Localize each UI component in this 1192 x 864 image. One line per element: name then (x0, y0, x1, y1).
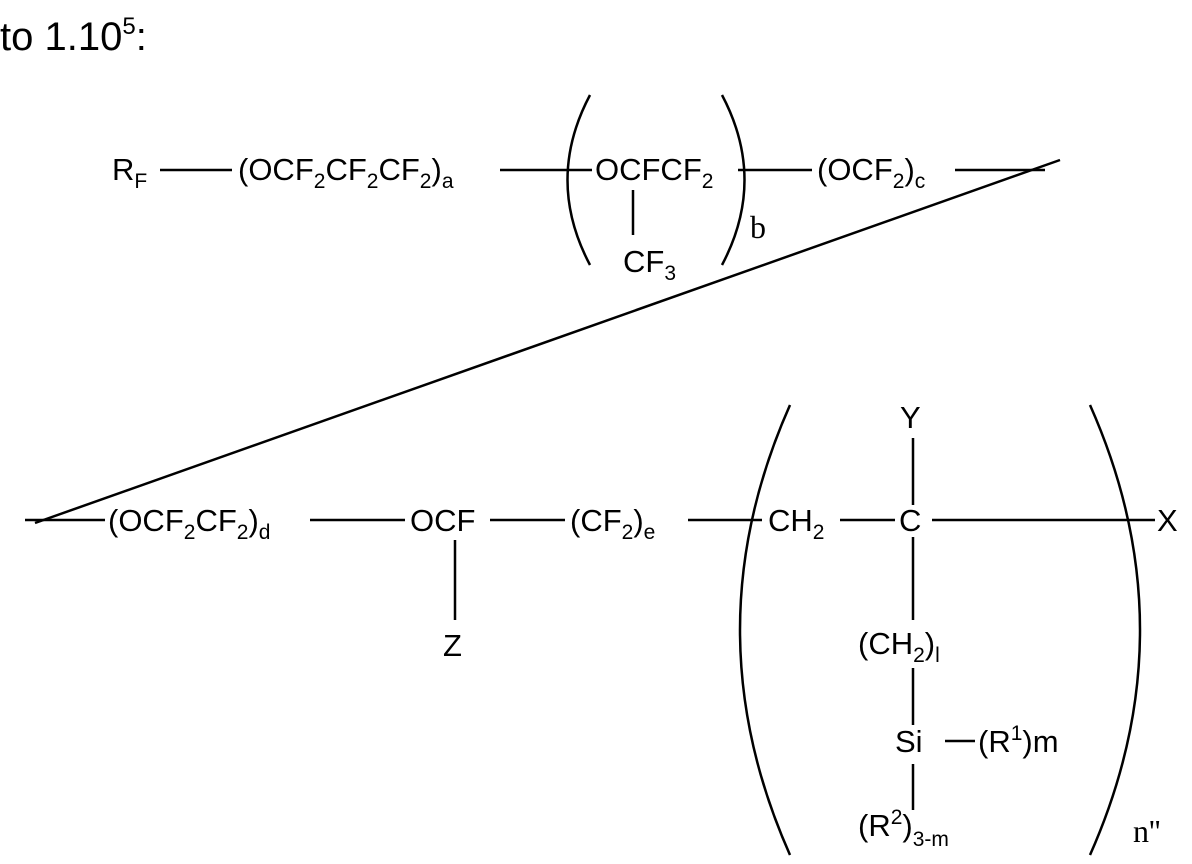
index-b: b (750, 209, 766, 245)
continuation-line (35, 160, 1060, 523)
rf-group: RF (112, 152, 147, 193)
unit-a: (OCF2CF2CF2)a (238, 152, 454, 193)
r2-group: (R2)3-m (858, 806, 949, 851)
r1m-group: (R1)m (978, 722, 1059, 759)
y-group: Y (900, 400, 921, 435)
intro-text: to 1.105: (0, 13, 147, 59)
ch2-group: CH2 (768, 503, 824, 544)
ocf-group: OCF (410, 503, 475, 538)
right-paren-b (722, 95, 745, 265)
ch2l-group: (CH2)l (858, 626, 940, 667)
left-paren-b (568, 95, 591, 265)
cf3-branch: CF3 (623, 244, 676, 285)
unit-c: (OCF2)c (817, 152, 925, 193)
c-atom: C (899, 503, 921, 538)
left-paren-n (740, 405, 790, 855)
unit-e: (CF2)e (570, 503, 655, 544)
index-n: n'' (1133, 813, 1161, 849)
unit-d: (OCF2CF2)d (108, 503, 270, 544)
si-atom: Si (895, 724, 923, 759)
right-paren-n (1090, 405, 1140, 855)
x-group: X (1157, 503, 1178, 538)
unit-b: OCFCF2 (595, 152, 713, 193)
z-group: Z (443, 628, 462, 663)
